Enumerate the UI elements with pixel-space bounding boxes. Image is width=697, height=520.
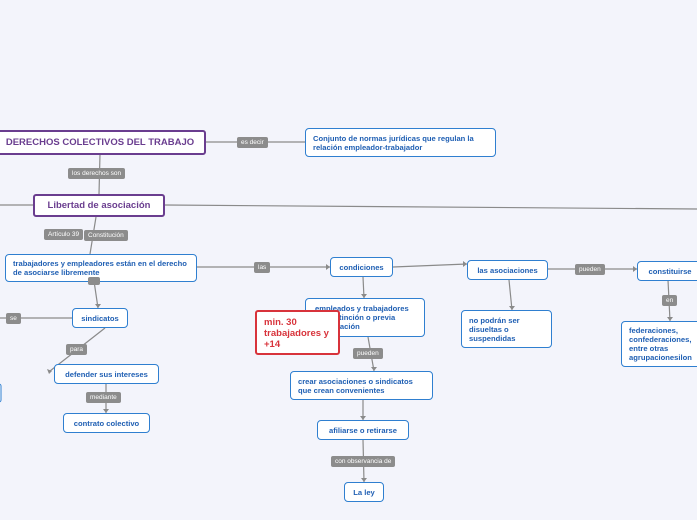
condiciones-node[interactable]: condiciones: [330, 257, 393, 277]
constituirse-text: constituirse: [648, 266, 692, 276]
crear-asociaciones-node[interactable]: crear asociaciones o sindicatos que crea…: [290, 371, 433, 400]
las-asociaciones-text: las asociaciones: [477, 265, 538, 275]
contrato-colectivo-text: contrato colectivo: [73, 418, 140, 428]
las-asociaciones-node[interactable]: las asociaciones: [467, 260, 548, 280]
contrato-colectivo-node[interactable]: contrato colectivo: [63, 413, 150, 433]
condiciones-text: condiciones: [339, 262, 384, 272]
label-se: se: [6, 313, 21, 324]
no-podran-node[interactable]: no podrán ser disueltas o suspendidas: [461, 310, 552, 348]
min-30-trabajadores-text: min. 30 trabajadores y +14: [264, 317, 329, 350]
label-pueden-empleados: pueden: [353, 348, 383, 359]
federaciones-text: federaciones, confederaciones, entre otr…: [629, 326, 692, 362]
label-con-observancia: con observancia de: [331, 456, 396, 467]
label-es-decir: es decir: [237, 137, 268, 148]
no-podran-text: no podrán ser disueltas o suspendidas: [469, 315, 520, 343]
crear-asociaciones-text: crear asociaciones o sindicatos que crea…: [298, 376, 413, 395]
constituirse-node[interactable]: constituirse: [637, 261, 697, 281]
federaciones-node[interactable]: federaciones, confederaciones, entre otr…: [621, 321, 697, 367]
sindicatos-text: sindicatos: [81, 313, 119, 323]
min-30-trabajadores-node[interactable]: min. 30 trabajadores y +14: [255, 310, 340, 355]
defender-intereses-node[interactable]: defender sus intereses: [54, 364, 159, 384]
sindicatos-node[interactable]: sindicatos: [72, 308, 128, 328]
trabajadores-empleadores-text: trabajadores y empleadores están en el d…: [13, 259, 187, 277]
la-ley-node[interactable]: La ley: [344, 482, 384, 502]
libertad-asociacion-node[interactable]: Libertad de asociación: [33, 194, 165, 217]
afiliarse-retirarse-text: afiliarse o retirarse: [329, 425, 397, 435]
label-constitucion: Constitución: [84, 230, 128, 241]
trabajadores-empleadores-node[interactable]: trabajadores y empleadores están en el d…: [5, 254, 197, 282]
conjunto-normas-node[interactable]: Conjunto de normas jurídicas que regulan…: [305, 128, 496, 157]
label-en: en: [662, 295, 678, 306]
label-las: las: [254, 262, 271, 273]
la-ley-text: La ley: [353, 487, 375, 497]
connector-handle: [88, 277, 100, 285]
label-los-derechos-son: los derechos son: [68, 168, 126, 179]
derechos-colectivos-node[interactable]: DERECHOS COLECTIVOS DEL TRABAJO: [0, 130, 206, 155]
label-para: para: [66, 344, 88, 355]
label-pueden-asociaciones: pueden: [575, 264, 605, 275]
label-articulo-39: Artículo 39: [44, 229, 84, 240]
afiliarse-retirarse-node[interactable]: afiliarse o retirarse: [317, 420, 409, 440]
label-mediante: mediante: [86, 392, 121, 403]
libertad-asociacion-text: Libertad de asociación: [47, 200, 151, 211]
conjunto-normas-text: Conjunto de normas jurídicas que regulan…: [313, 133, 474, 152]
derechos-colectivos-text: DERECHOS COLECTIVOS DEL TRABAJO: [5, 137, 195, 148]
defender-intereses-text: defender sus intereses: [65, 369, 148, 379]
